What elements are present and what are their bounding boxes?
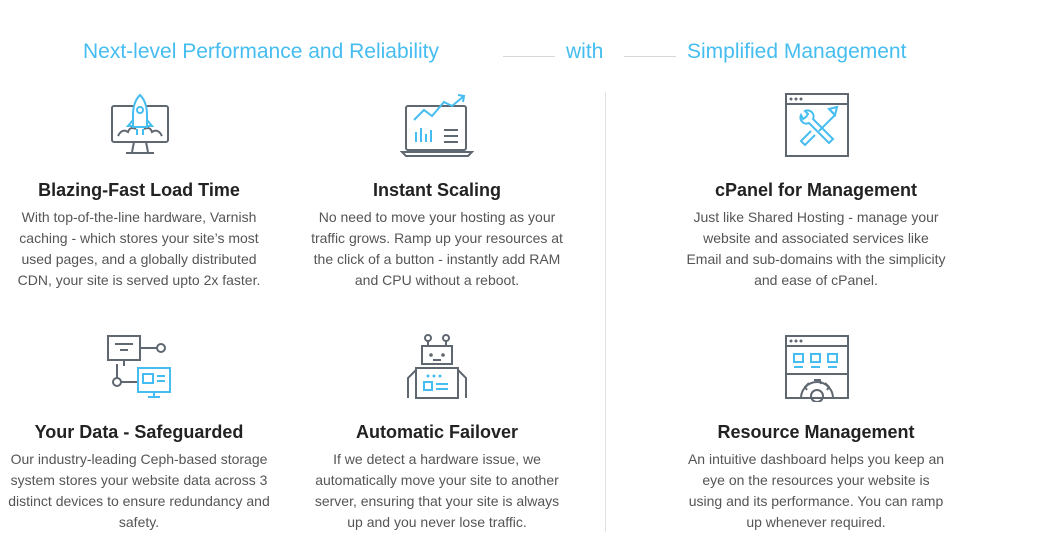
dashboard-gear-icon (785, 335, 849, 402)
feature-description: Our industry-leading Ceph-based storage … (8, 451, 270, 530)
feature-title: Blazing-Fast Load Time (38, 180, 240, 200)
robot-icon (407, 334, 467, 399)
feature-description: If we detect a hardware issue, we automa… (314, 451, 560, 530)
network-devices-icon (107, 335, 171, 398)
header-left-text: Next-level Performance and Reliability (83, 40, 439, 63)
feature-title: Instant Scaling (372, 180, 502, 200)
rocket-monitor-icon (111, 93, 169, 154)
feature-description: Just like Shared Hosting - manage your w… (686, 209, 946, 288)
feature-description: With top-of-the-line hardware, Varnish c… (17, 209, 261, 288)
feature-title: Automatic Failover (355, 422, 519, 442)
feature-description: No need to move your hosting as your tra… (311, 209, 563, 288)
feature-description: An intuitive dashboard helps you keep an… (687, 451, 945, 530)
header-right-text: Simplified Management (687, 40, 907, 63)
column-divider (605, 92, 606, 532)
tools-window-icon (785, 93, 849, 157)
laptop-chart-icon (400, 94, 474, 157)
header-divider-line-left (503, 56, 555, 57)
feature-title: Resource Management (717, 422, 915, 442)
header-middle-text: with (566, 40, 604, 63)
feature-title: Your Data - Safeguarded (34, 422, 244, 442)
header-divider-line-right (624, 56, 676, 57)
feature-title: cPanel for Management (714, 180, 918, 200)
